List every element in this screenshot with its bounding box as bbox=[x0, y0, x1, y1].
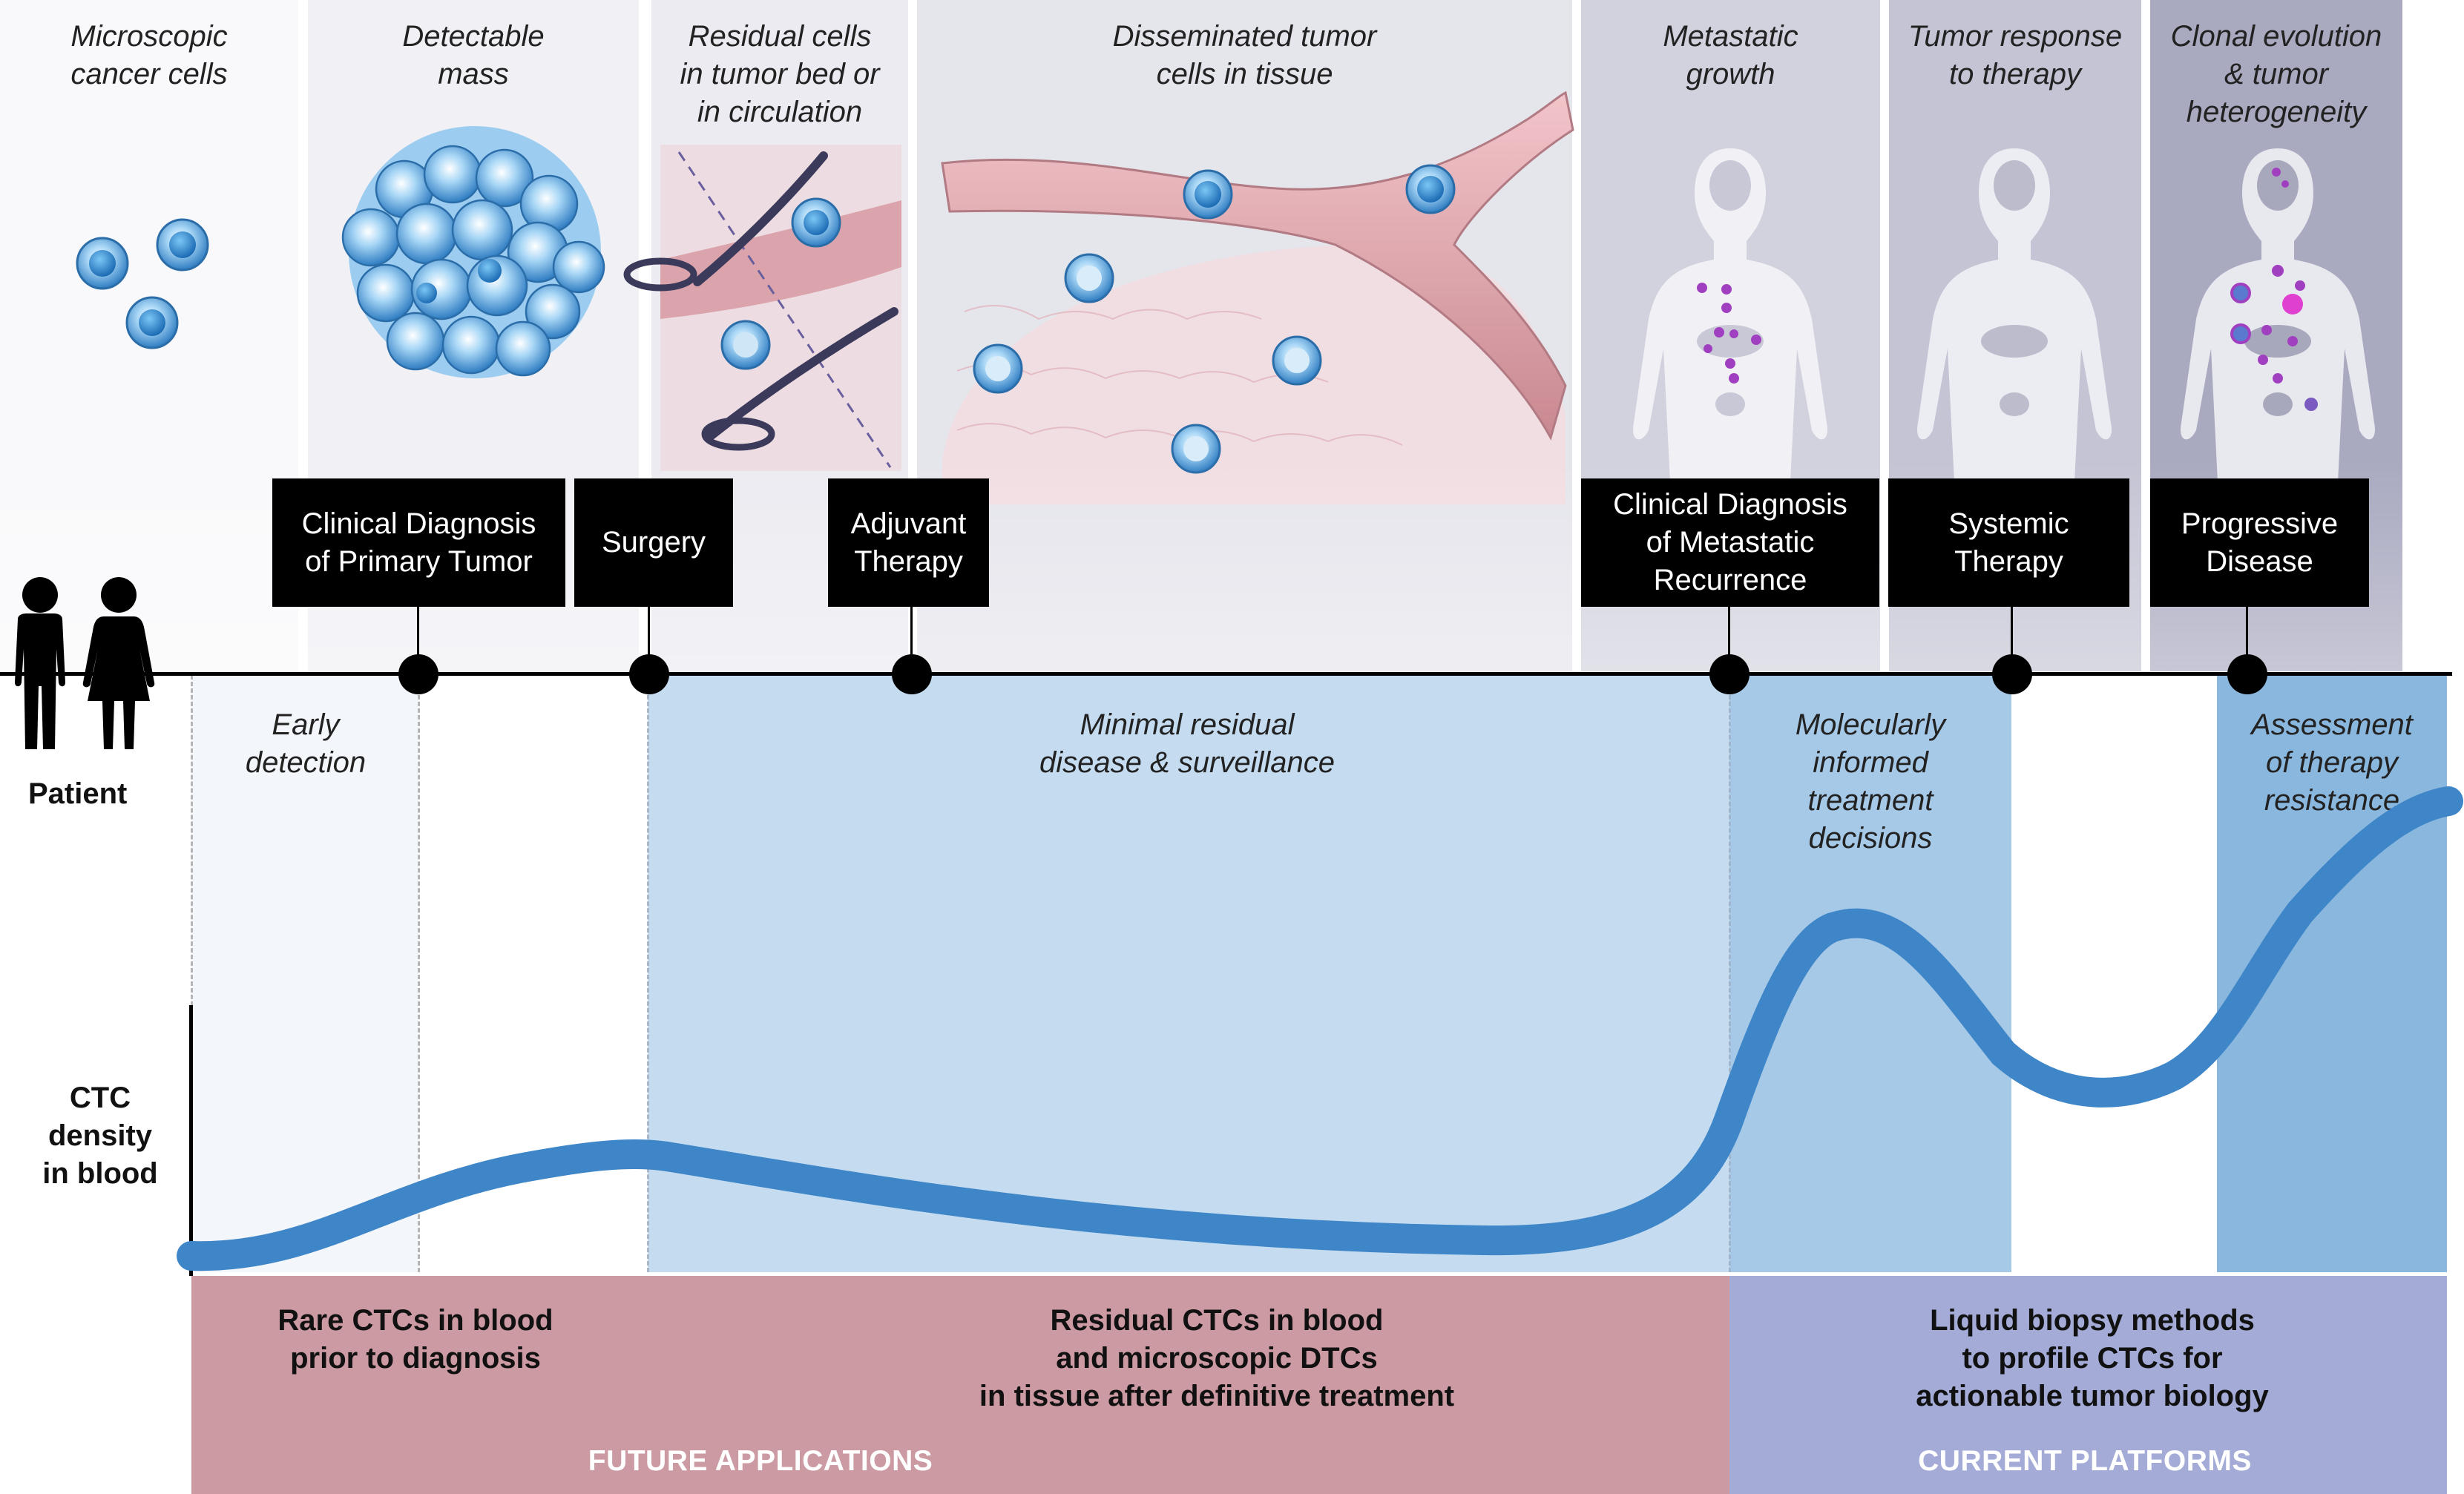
event-connector-4 bbox=[1728, 606, 1730, 673]
event-dot-progressive bbox=[2227, 654, 2267, 694]
tissue-vessel-illustration bbox=[941, 91, 1574, 504]
event-connector-5 bbox=[2011, 606, 2013, 673]
event-dot-surgery bbox=[629, 654, 669, 694]
stage-title-microscopic-cells: Microscopic cancer cells bbox=[70, 20, 228, 91]
ctc-density-curve bbox=[177, 786, 2463, 1271]
future-applications-band bbox=[191, 1276, 1729, 1494]
stage-title-disseminated-cells: Disseminated tumor cells in tissue bbox=[1112, 20, 1377, 91]
patient-icon bbox=[15, 577, 155, 749]
tumor-bed-illustration bbox=[623, 145, 901, 471]
event-connector-3 bbox=[910, 606, 913, 673]
event-dot-adjuvant bbox=[892, 654, 932, 694]
tumor-mass-illustration bbox=[341, 126, 605, 378]
event-box-systemic: Systemic Therapy bbox=[1888, 478, 2129, 607]
stage-title-tumor-response: Tumor response to therapy bbox=[1908, 20, 2123, 91]
ctc-density-line bbox=[177, 786, 2463, 1271]
mrd-label: Minimal residual disease & surveillance bbox=[1039, 708, 1335, 779]
microscopic-cancer-cells-illustration bbox=[76, 218, 209, 349]
event-box-diagnosis: Clinical Diagnosis of Primary Tumor bbox=[272, 478, 565, 607]
dashed-divider-4 bbox=[1729, 675, 1731, 1272]
patient-label: Patient bbox=[28, 777, 128, 810]
body-silhouette-clonal bbox=[2181, 148, 2375, 497]
event-dot-recurrence bbox=[1709, 654, 1750, 694]
event-dot-systemic bbox=[1992, 654, 2032, 694]
ctc-density-axis-label: CTC density in blood bbox=[42, 1082, 158, 1190]
residual-ctcs-text: Residual CTCs in blood and microscopic D… bbox=[979, 1304, 1455, 1412]
body-silhouette-response bbox=[1917, 148, 2112, 497]
dashed-divider-3 bbox=[647, 675, 649, 1272]
therapy-resistance-label: Assessment of therapy resistance bbox=[2251, 708, 2413, 817]
molecular-decisions-label: Molecularly informed treatment decisions bbox=[1795, 708, 1946, 855]
stage-title-residual-cells: Residual cells in tumor bed or in circul… bbox=[680, 20, 880, 128]
event-connector-2 bbox=[648, 606, 650, 673]
event-connector-6 bbox=[2246, 606, 2248, 673]
early-detection-band bbox=[191, 675, 418, 1272]
future-applications-label: FUTURE APPLICATIONS bbox=[588, 1445, 933, 1477]
y-axis-line bbox=[189, 1005, 193, 1276]
early-detection-label: Early detection bbox=[245, 708, 367, 779]
body-silhouette-metastatic bbox=[1633, 148, 1827, 497]
dashed-divider-1 bbox=[191, 675, 193, 1272]
liquid-biopsy-text: Liquid biopsy methods to profile CTCs fo… bbox=[1916, 1304, 2269, 1412]
current-platforms-band bbox=[1729, 1276, 2447, 1494]
timeline-axis bbox=[0, 672, 2452, 676]
event-box-surgery: Surgery bbox=[574, 478, 733, 607]
illustrations bbox=[76, 91, 2375, 504]
stage-title-clonal-evolution: Clonal evolution & tumor heterogeneity bbox=[2170, 20, 2382, 128]
event-box-recurrence: Clinical Diagnosis of Metastatic Recurre… bbox=[1581, 478, 1879, 607]
event-box-progressive: Progressive Disease bbox=[2150, 478, 2369, 607]
event-box-adjuvant: Adjuvant Therapy bbox=[828, 478, 989, 607]
current-platforms-label: CURRENT PLATFORMS bbox=[1918, 1445, 2252, 1477]
event-connector-1 bbox=[417, 606, 419, 673]
dashed-divider-2 bbox=[418, 675, 420, 1272]
event-dot-diagnosis bbox=[398, 654, 438, 694]
stage-title-detectable-mass: Detectable mass bbox=[402, 20, 545, 91]
stage-title-metastatic-growth: Metastatic growth bbox=[1663, 20, 1798, 91]
rare-ctcs-text: Rare CTCs in blood prior to diagnosis bbox=[277, 1304, 553, 1375]
